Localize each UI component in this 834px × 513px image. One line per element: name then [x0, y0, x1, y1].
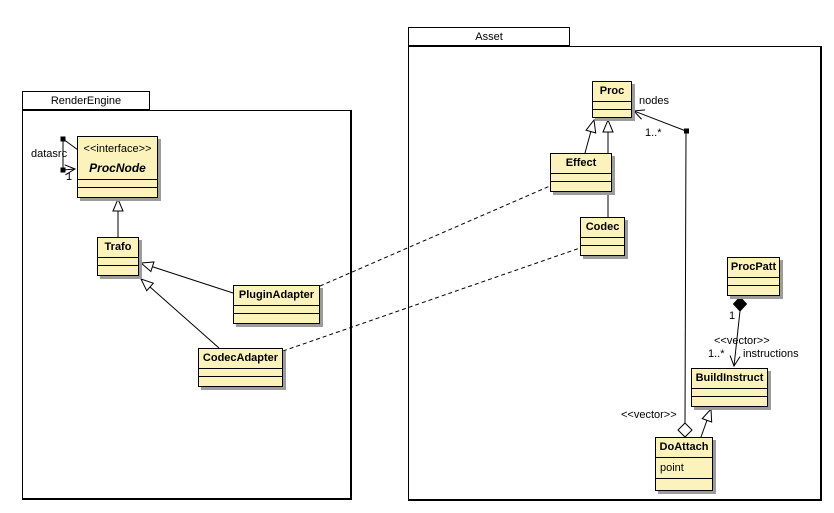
operations-compartment: [98, 265, 138, 275]
label-nodes-multiplicity: 1..*: [645, 127, 662, 139]
generalization-pluginadapter-trafo[interactable]: [139, 261, 234, 294]
package-tab-asset[interactable]: Asset: [408, 27, 570, 46]
label-datasrc-multiplicity: 1: [66, 171, 73, 183]
operations-compartment: [234, 313, 319, 323]
package-tab-renderengine[interactable]: RenderEngine: [22, 91, 150, 110]
attributes-compartment: [98, 257, 138, 265]
association-datasrc-self[interactable]: [62, 138, 79, 176]
label-datasrc: datasrc: [31, 148, 68, 160]
class-procpatt[interactable]: ProcPatt: [727, 257, 780, 296]
operations-compartment: [692, 396, 767, 406]
attributes-compartment: [78, 179, 157, 187]
label-instructions-stereotype: <<vector>>: [714, 335, 770, 347]
class-name: PluginAdapter: [238, 289, 315, 301]
label-nodes-stereotype: <<vector>>: [621, 409, 677, 421]
class-pluginadapter[interactable]: PluginAdapter: [233, 285, 320, 324]
class-doattach[interactable]: DoAttach point: [655, 437, 713, 491]
class-codecadapter[interactable]: CodecAdapter: [198, 348, 283, 387]
class-name: Trafo: [104, 241, 132, 253]
class-proc[interactable]: Proc: [592, 81, 632, 118]
label-instructions: instructions: [743, 348, 799, 360]
operations-compartment: [199, 376, 282, 386]
class-effect[interactable]: Effect: [550, 153, 612, 192]
dependency-pluginadapter-effect[interactable]: [319, 185, 551, 287]
stereotype-label: <<interface>>: [83, 143, 152, 155]
operations-compartment: [551, 181, 611, 191]
label-instructions-multiplicity: 1..*: [708, 348, 725, 360]
edge-vertex-dot: [60, 167, 66, 173]
association-instructions[interactable]: [729, 310, 741, 368]
class-name: Proc: [599, 85, 625, 97]
operations-compartment: [728, 285, 779, 295]
edge-vertex-dot: [684, 128, 689, 134]
class-header: <<interface>> ProcNode: [78, 137, 157, 179]
class-name: BuildInstruct: [695, 372, 764, 384]
class-name: DoAttach: [659, 441, 709, 453]
composition-diamond-procpatt: [732, 296, 748, 312]
generalization-effect-proc[interactable]: [584, 118, 597, 154]
association-nodes[interactable]: [632, 109, 687, 424]
class-name: ProcPatt: [730, 261, 777, 273]
attributes-compartment: [551, 173, 611, 181]
operations-compartment: [78, 187, 157, 197]
class-codec[interactable]: Codec: [580, 217, 625, 256]
operations-compartment: [581, 245, 624, 255]
attributes-compartment: [692, 388, 767, 396]
package-name: Asset: [475, 30, 503, 43]
generalization-doattach-buildinstruct[interactable]: [700, 407, 713, 438]
edge-vertex-dot: [60, 136, 66, 142]
package-name: RenderEngine: [50, 94, 122, 107]
class-buildinstruct[interactable]: BuildInstruct: [691, 368, 768, 407]
attributes-compartment: [593, 101, 631, 109]
class-name: ProcNode: [89, 161, 146, 175]
dependency-codecadapter-codec[interactable]: [282, 247, 581, 352]
attributes-compartment: [199, 368, 282, 376]
class-name: CodecAdapter: [202, 352, 279, 364]
aggregation-diamond-doattach: [677, 422, 693, 438]
label-instructions-source-multiplicity: 1: [729, 310, 736, 322]
class-name: Effect: [565, 157, 597, 169]
label-nodes: nodes: [639, 95, 669, 107]
attributes-compartment: [234, 305, 319, 313]
attributes-compartment: [728, 277, 779, 285]
generalization-codecadapter-trafo[interactable]: [140, 278, 220, 349]
operations-compartment: [656, 478, 712, 490]
class-trafo[interactable]: Trafo: [97, 237, 139, 276]
operations-compartment: [593, 109, 631, 117]
attributes-compartment: [581, 237, 624, 245]
attribute-point: point: [656, 457, 712, 478]
class-name: Codec: [585, 221, 620, 233]
class-procnode[interactable]: <<interface>> ProcNode: [77, 136, 158, 198]
